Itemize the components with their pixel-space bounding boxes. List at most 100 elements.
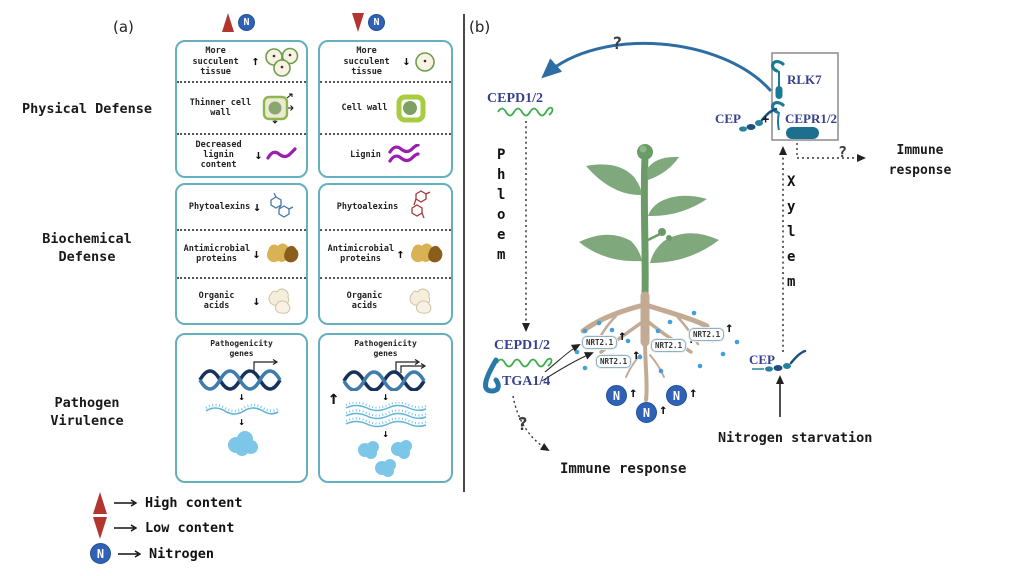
xylem-label: X y l e m (787, 174, 796, 290)
tga-immune-dotted-arrow (512, 395, 550, 452)
cepd-to-nrt-arrow (544, 344, 581, 373)
down-flow-arrow: ↓ (238, 390, 245, 403)
legend-arrow-icon (118, 549, 142, 558)
antimicrobial-proteins-icon (407, 238, 443, 270)
legend-arrow-icon (114, 524, 138, 532)
organic-acids-row: Organic acids (320, 279, 451, 323)
antimicrobial-row: Antimicrobial proteins ↑ (320, 231, 451, 279)
cell-wall-row: Cell wall (320, 83, 451, 135)
nitrogen-icon: N (606, 385, 627, 406)
dna-icon (196, 359, 288, 391)
legend-nitrogen: N Nitrogen (90, 543, 214, 564)
cepr12-label: CEPR1/2 (785, 111, 837, 126)
down-flow-arrow: ↓ (382, 390, 389, 403)
immune-response-bottom: Immune response (560, 461, 687, 477)
low-n-header: N (352, 13, 385, 32)
legend-low-content: Low content (93, 517, 234, 539)
plant-cell-icon (413, 50, 437, 74)
section-label-pathogen: Pathogen Virulence (50, 395, 124, 430)
up-arrow: ↑ (689, 385, 698, 401)
phytoalexins-row: Phytoalexins ↓ (177, 185, 306, 231)
pathogen-highN-box: Pathogenicity genes ↓ ↓ (175, 333, 308, 483)
physical-highN-box: More succulent tissue ↑ Thinner cell wal… (175, 40, 308, 178)
nrt21-badge: NRT2.1 (596, 355, 632, 368)
plant-roots (580, 291, 710, 402)
shoot-to-root-signal-arrow (541, 42, 773, 92)
cep-peptide-icon (739, 107, 778, 132)
organic-acids-row: Organic acids ↓ (177, 279, 306, 323)
biochemical-lowN-box: Phytoalexins Antimicrobial proteins ↑ (318, 183, 453, 325)
biochemical-highN-box: Phytoalexins ↓ Antimicrobial proteins ↓ (175, 183, 308, 325)
nitrogen-starvation-label: Nitrogen starvation (718, 430, 873, 446)
cepd-protein-squiggle-icon (497, 106, 554, 117)
cepr-receptor-icon (770, 101, 819, 139)
high-n-header: N (222, 13, 255, 32)
succulent-tissue-row: More succulent tissue ↑ (177, 42, 306, 84)
cepd-protein-squiggle-icon (496, 357, 553, 368)
receptor-complex-box (771, 52, 839, 141)
question-mark-top: ? (612, 34, 623, 54)
tga-transcription-factor-icon (483, 357, 501, 394)
panel-b-label: (b) (469, 18, 491, 36)
nitrogen-icon: N (636, 402, 657, 423)
pathogenicity-genes-title: Pathogenicity genes (210, 339, 273, 358)
triangle-down-icon (93, 517, 107, 539)
lignin-icon (265, 147, 298, 163)
cepd12-top-label: CEPD1/2 (487, 91, 543, 106)
organic-acids-icon (263, 284, 299, 318)
rlk7-receptor-icon (770, 60, 785, 99)
antimicrobial-row: Antimicrobial proteins ↓ (177, 231, 306, 279)
section-label-biochemical: Biochemical Defense (42, 231, 132, 266)
phloem-label: P h l o e m (497, 147, 506, 263)
nrt21-badge: NRT2.1 (689, 328, 725, 341)
up-arrow: ↑ (618, 328, 627, 344)
triangle-down-icon (352, 13, 364, 32)
phytoalexins-row: Phytoalexins (320, 185, 451, 231)
mrna-icon (203, 402, 281, 416)
thick-cell-wall-icon (394, 92, 430, 124)
up-arrow: ↑ (659, 402, 668, 418)
organic-acids-icon (404, 284, 440, 318)
lignin-double-icon (387, 144, 421, 166)
cepr-immune-dotted-arrow (796, 143, 866, 162)
physical-lowN-box: More succulent tissue ↓ Cell wall Lignin (318, 40, 453, 178)
molecule-red-icon (404, 190, 434, 224)
triangle-up-icon (222, 13, 234, 32)
legend-high-content: High content (93, 492, 243, 514)
thin-cell-wall-icon (260, 92, 296, 124)
up-arrow: ↑ (629, 385, 638, 401)
plus-sign: + (762, 112, 770, 126)
pathogenicity-genes-title: Pathogenicity genes (354, 339, 417, 358)
section-label-physical: Physical Defense (21, 101, 153, 117)
nitrogen-icon: N (90, 543, 111, 564)
cell-wall-row: Thinner cell wall (177, 83, 306, 135)
cep-bottom-label: CEP (749, 352, 775, 367)
protein-blob-icon (222, 427, 262, 459)
question-mark-xylem: ? (838, 143, 848, 161)
up-arrow: ↑ (328, 387, 340, 409)
panel-a-label: (a) (113, 18, 134, 36)
lignin-row: Lignin (320, 135, 451, 176)
tga14-label: TGA1/4 (502, 374, 551, 389)
down-flow-arrow: ↓ (382, 427, 389, 440)
legend-arrow-icon (114, 499, 138, 507)
cep-peptide-icon (752, 349, 807, 372)
mrna-triple-icon (342, 402, 430, 428)
plant-cells-icon (262, 47, 300, 77)
antimicrobial-proteins-icon (263, 238, 299, 270)
molecule-blue-icon (264, 192, 294, 222)
lignin-row: Decreased lignin content ↓ (177, 135, 306, 176)
panel-divider (463, 14, 465, 492)
cepd12-bottom-label: CEPD1/2 (494, 338, 550, 353)
immune-response-top: Immune response (888, 143, 952, 178)
nitrogen-icon: N (238, 14, 255, 31)
nrt21-badge: NRT2.1 (582, 336, 618, 349)
up-arrow: ↑ (725, 320, 734, 336)
triangle-up-icon (93, 492, 107, 514)
protein-blobs-icon (351, 439, 421, 479)
dna-icon (340, 359, 432, 391)
cepd-to-nrt-arrow (541, 352, 594, 382)
down-flow-arrow: ↓ (238, 415, 245, 428)
